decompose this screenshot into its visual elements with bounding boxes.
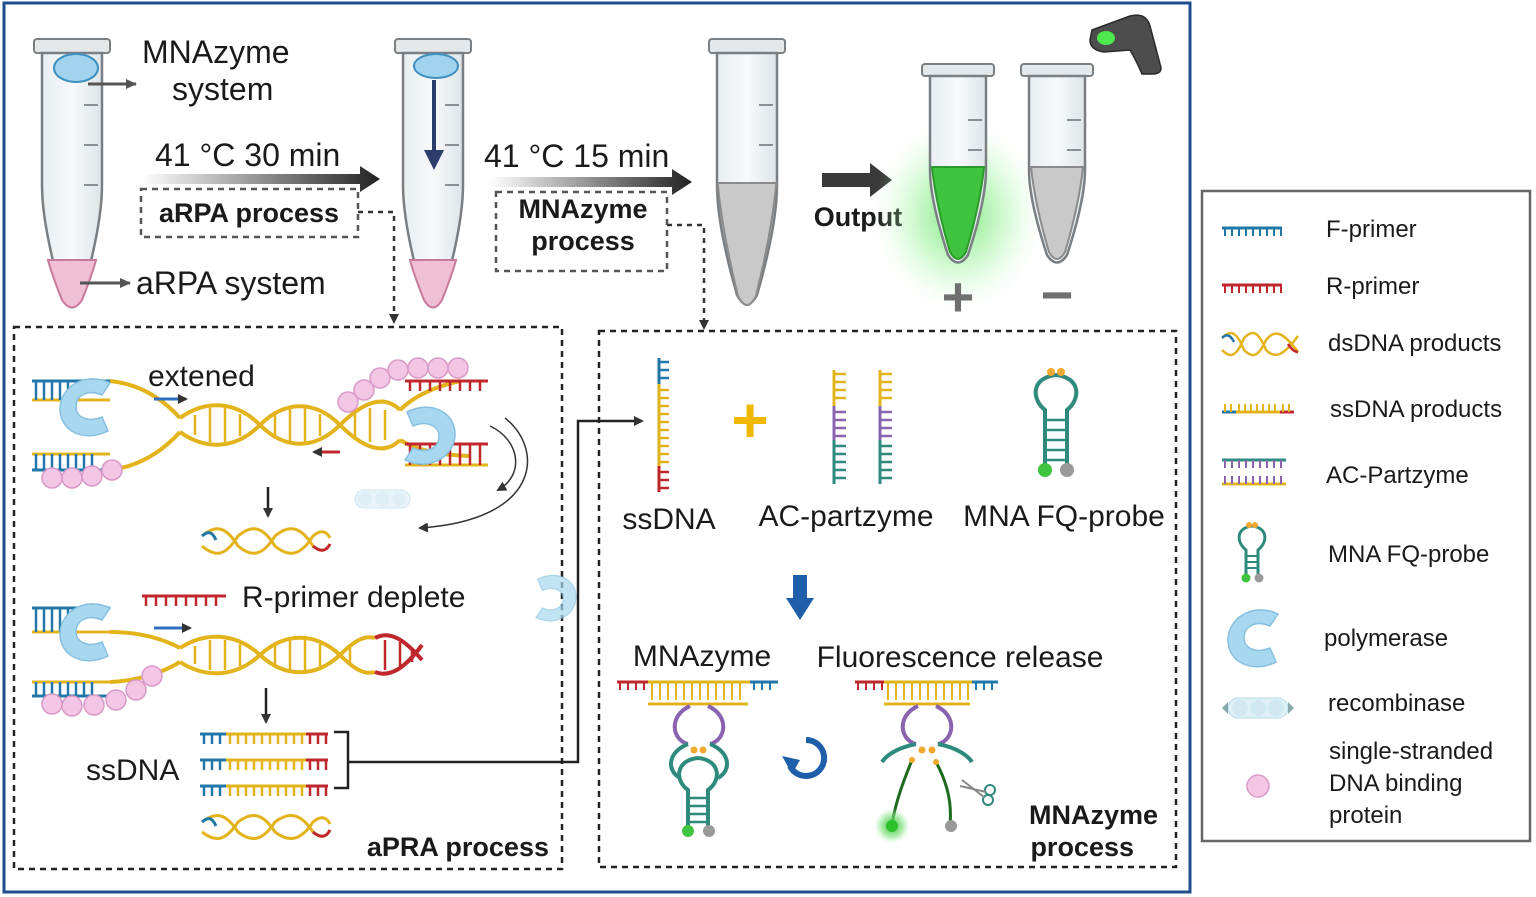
arpa-process-label: aRPA process	[159, 198, 339, 228]
hairpin-probe-icon	[1237, 522, 1267, 583]
output-arrow	[822, 163, 892, 197]
legend-dsdna: dsDNA products	[1328, 330, 1501, 357]
ssdna-bracket	[334, 730, 350, 790]
cycle-icon	[782, 736, 828, 779]
ac-partzyme-icon	[832, 370, 892, 484]
mnazyme-panel	[597, 329, 1178, 869]
mnazyme-process-box	[494, 190, 669, 273]
arpa-process-box	[139, 187, 360, 239]
ssb-icon	[1246, 774, 1270, 798]
legend-ssb-line2: DNA binding	[1329, 770, 1462, 797]
fluorescence-release-label: Fluorescence release	[817, 641, 1104, 674]
mnazyme-system-label-line2: system	[172, 71, 273, 107]
legend-ssb-line1: single-stranded	[1329, 738, 1493, 765]
scissors-icon	[959, 779, 996, 806]
fluorescence-release-complex	[855, 680, 998, 844]
mnazyme-complex	[617, 680, 778, 837]
ssdna-icon	[1222, 404, 1294, 414]
r-primer-deplete-label: R-primer deplete	[242, 581, 465, 614]
legend-partzyme: AC-Partzyme	[1326, 462, 1469, 489]
positive-sign: +	[942, 265, 975, 328]
mnazyme-connector	[667, 223, 709, 330]
asymmetric-amplification	[32, 603, 424, 717]
legend-box	[1200, 189, 1532, 843]
recombinase-icon	[1222, 697, 1294, 719]
mnazyme-panel-title-line2: process	[1030, 832, 1134, 862]
handheld-reader-icon	[1089, 14, 1162, 75]
f-primer-icon	[1222, 226, 1282, 236]
ssdna-to-mnazyme-connector	[348, 416, 644, 764]
dsdna-icon	[1221, 331, 1300, 357]
legend-ssdna: ssDNA products	[1330, 396, 1502, 423]
legend-probe: MNA FQ-probe	[1328, 541, 1489, 568]
plus-sign: +	[731, 384, 768, 456]
mnazyme-panel-title-line1: MNAzyme	[1029, 800, 1158, 830]
legend-recombinase: recombinase	[1328, 690, 1465, 717]
legend-ssb-line3: protein	[1329, 802, 1402, 829]
arpa-replication-fork	[32, 357, 577, 622]
dsdna-product	[201, 527, 332, 555]
arpa-connector	[358, 210, 399, 324]
partzyme-label: AC-partzyme	[758, 500, 933, 533]
partzyme-icon	[1222, 458, 1286, 486]
arpa-ssdna-label: ssDNA	[86, 754, 179, 787]
legend-f-primer: F-primer	[1326, 216, 1417, 243]
step2-condition: 41 °C 15 min	[484, 138, 669, 174]
mnazyme-system-label-line1: MNAzyme	[142, 34, 290, 70]
r-primer-glyph	[142, 594, 226, 606]
arpa-panel	[12, 325, 564, 871]
mna-ssdna-label: ssDNA	[622, 503, 715, 536]
legend-r-primer: R-primer	[1326, 273, 1419, 300]
ssdna-strand-icon	[657, 358, 669, 492]
mna-down-arrow	[786, 575, 814, 620]
probe-label: MNA FQ-probe	[963, 500, 1165, 533]
step1-arrow	[142, 166, 380, 192]
mnazyme-process-label-line2: process	[531, 226, 635, 256]
ssdna-products-stack	[198, 732, 330, 798]
mnazyme-label: MNAzyme	[633, 640, 771, 673]
dsdna-product-2	[201, 813, 332, 841]
mnazyme-process-label-line1: MNAzyme	[518, 194, 647, 224]
mna-fq-probe-icon	[1033, 368, 1079, 477]
tube-3	[707, 37, 787, 306]
positive-tube	[920, 62, 996, 264]
arpa-system-label: aRPA system	[136, 265, 326, 301]
step2-arrow	[490, 169, 692, 195]
arpa-panel-title: aPRA process	[367, 832, 549, 862]
extended-label: extened	[148, 360, 255, 393]
tube-2	[393, 37, 473, 309]
legend-polymerase: polymerase	[1324, 625, 1448, 652]
step1-condition: 41 °C 30 min	[155, 137, 340, 173]
negative-tube	[1019, 62, 1095, 264]
negative-sign: −	[1041, 263, 1074, 326]
r-primer-icon	[1222, 283, 1282, 293]
tube-1	[32, 37, 112, 309]
